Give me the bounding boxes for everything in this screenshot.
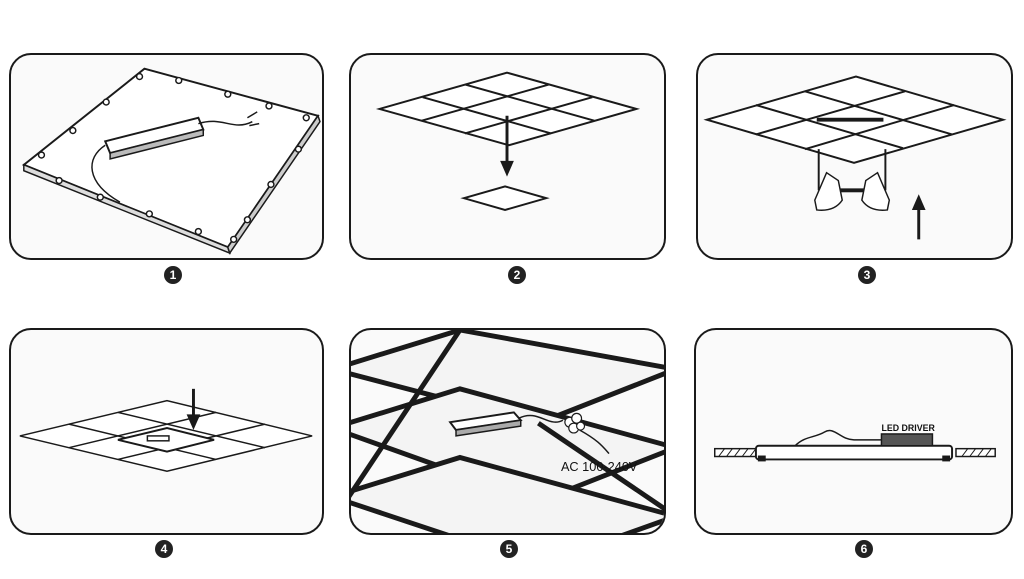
driver-box-side bbox=[455, 419, 522, 437]
mounting-screws bbox=[37, 72, 310, 244]
place-panel-in-grid-illustration bbox=[19, 388, 313, 472]
remove-ceiling-tile-illustration bbox=[375, 71, 641, 211]
wire-connector-icon bbox=[564, 412, 586, 434]
step-4-panel bbox=[9, 328, 324, 535]
driver-cable bbox=[794, 429, 882, 447]
step-number-badge: 4 bbox=[155, 540, 173, 558]
led-driver-label: LED DRIVER bbox=[881, 423, 935, 433]
driver-cable bbox=[518, 414, 564, 423]
insert-panel-into-ceiling-illustration bbox=[703, 75, 1007, 240]
led-driver-box bbox=[880, 433, 934, 447]
step-1-panel bbox=[9, 53, 324, 260]
wiring-connection-illustration: AC 100-240V bbox=[351, 330, 664, 533]
step-number-badge: 1 bbox=[164, 266, 182, 284]
down-arrow-icon bbox=[500, 160, 514, 177]
ceiling-grid-closeup bbox=[351, 330, 664, 533]
ceiling-hatch bbox=[718, 448, 992, 457]
led-panel bbox=[21, 67, 320, 249]
ac-voltage-label: AC 100-240V bbox=[561, 459, 638, 474]
panel-clip bbox=[757, 455, 766, 462]
step-5-panel: AC 100-240V bbox=[349, 328, 666, 535]
up-arrow-icon bbox=[911, 194, 926, 210]
driver-input-cable bbox=[91, 144, 121, 203]
panel-clip bbox=[942, 455, 951, 462]
installed-panel-side-view-illustration: LED DRIVER bbox=[713, 423, 996, 462]
mains-cable bbox=[579, 429, 610, 455]
cable-wire-ends bbox=[247, 111, 260, 127]
ceiling-right bbox=[955, 447, 996, 458]
step-number-badge: 6 bbox=[855, 540, 873, 558]
right-hand-icon bbox=[861, 171, 891, 211]
led-panel-side bbox=[754, 444, 954, 461]
step-number-badge: 5 bbox=[500, 540, 518, 558]
driver-output-cable bbox=[198, 120, 253, 126]
down-arrow-icon bbox=[186, 414, 201, 431]
ceiling-grid bbox=[375, 71, 641, 147]
left-hand-icon bbox=[814, 171, 844, 211]
step-number-badge: 3 bbox=[858, 266, 876, 284]
led-panel-with-driver-illustration bbox=[21, 67, 321, 255]
removed-ceiling-tile bbox=[460, 185, 550, 211]
led-panel-edge-view bbox=[836, 188, 868, 193]
step-number-badge: 2 bbox=[508, 266, 526, 284]
driver-box bbox=[146, 435, 170, 442]
step-2-panel bbox=[349, 53, 666, 260]
step-3-panel bbox=[696, 53, 1013, 260]
step-6-panel: LED DRIVER bbox=[694, 328, 1013, 535]
driver-box-side bbox=[109, 128, 205, 160]
